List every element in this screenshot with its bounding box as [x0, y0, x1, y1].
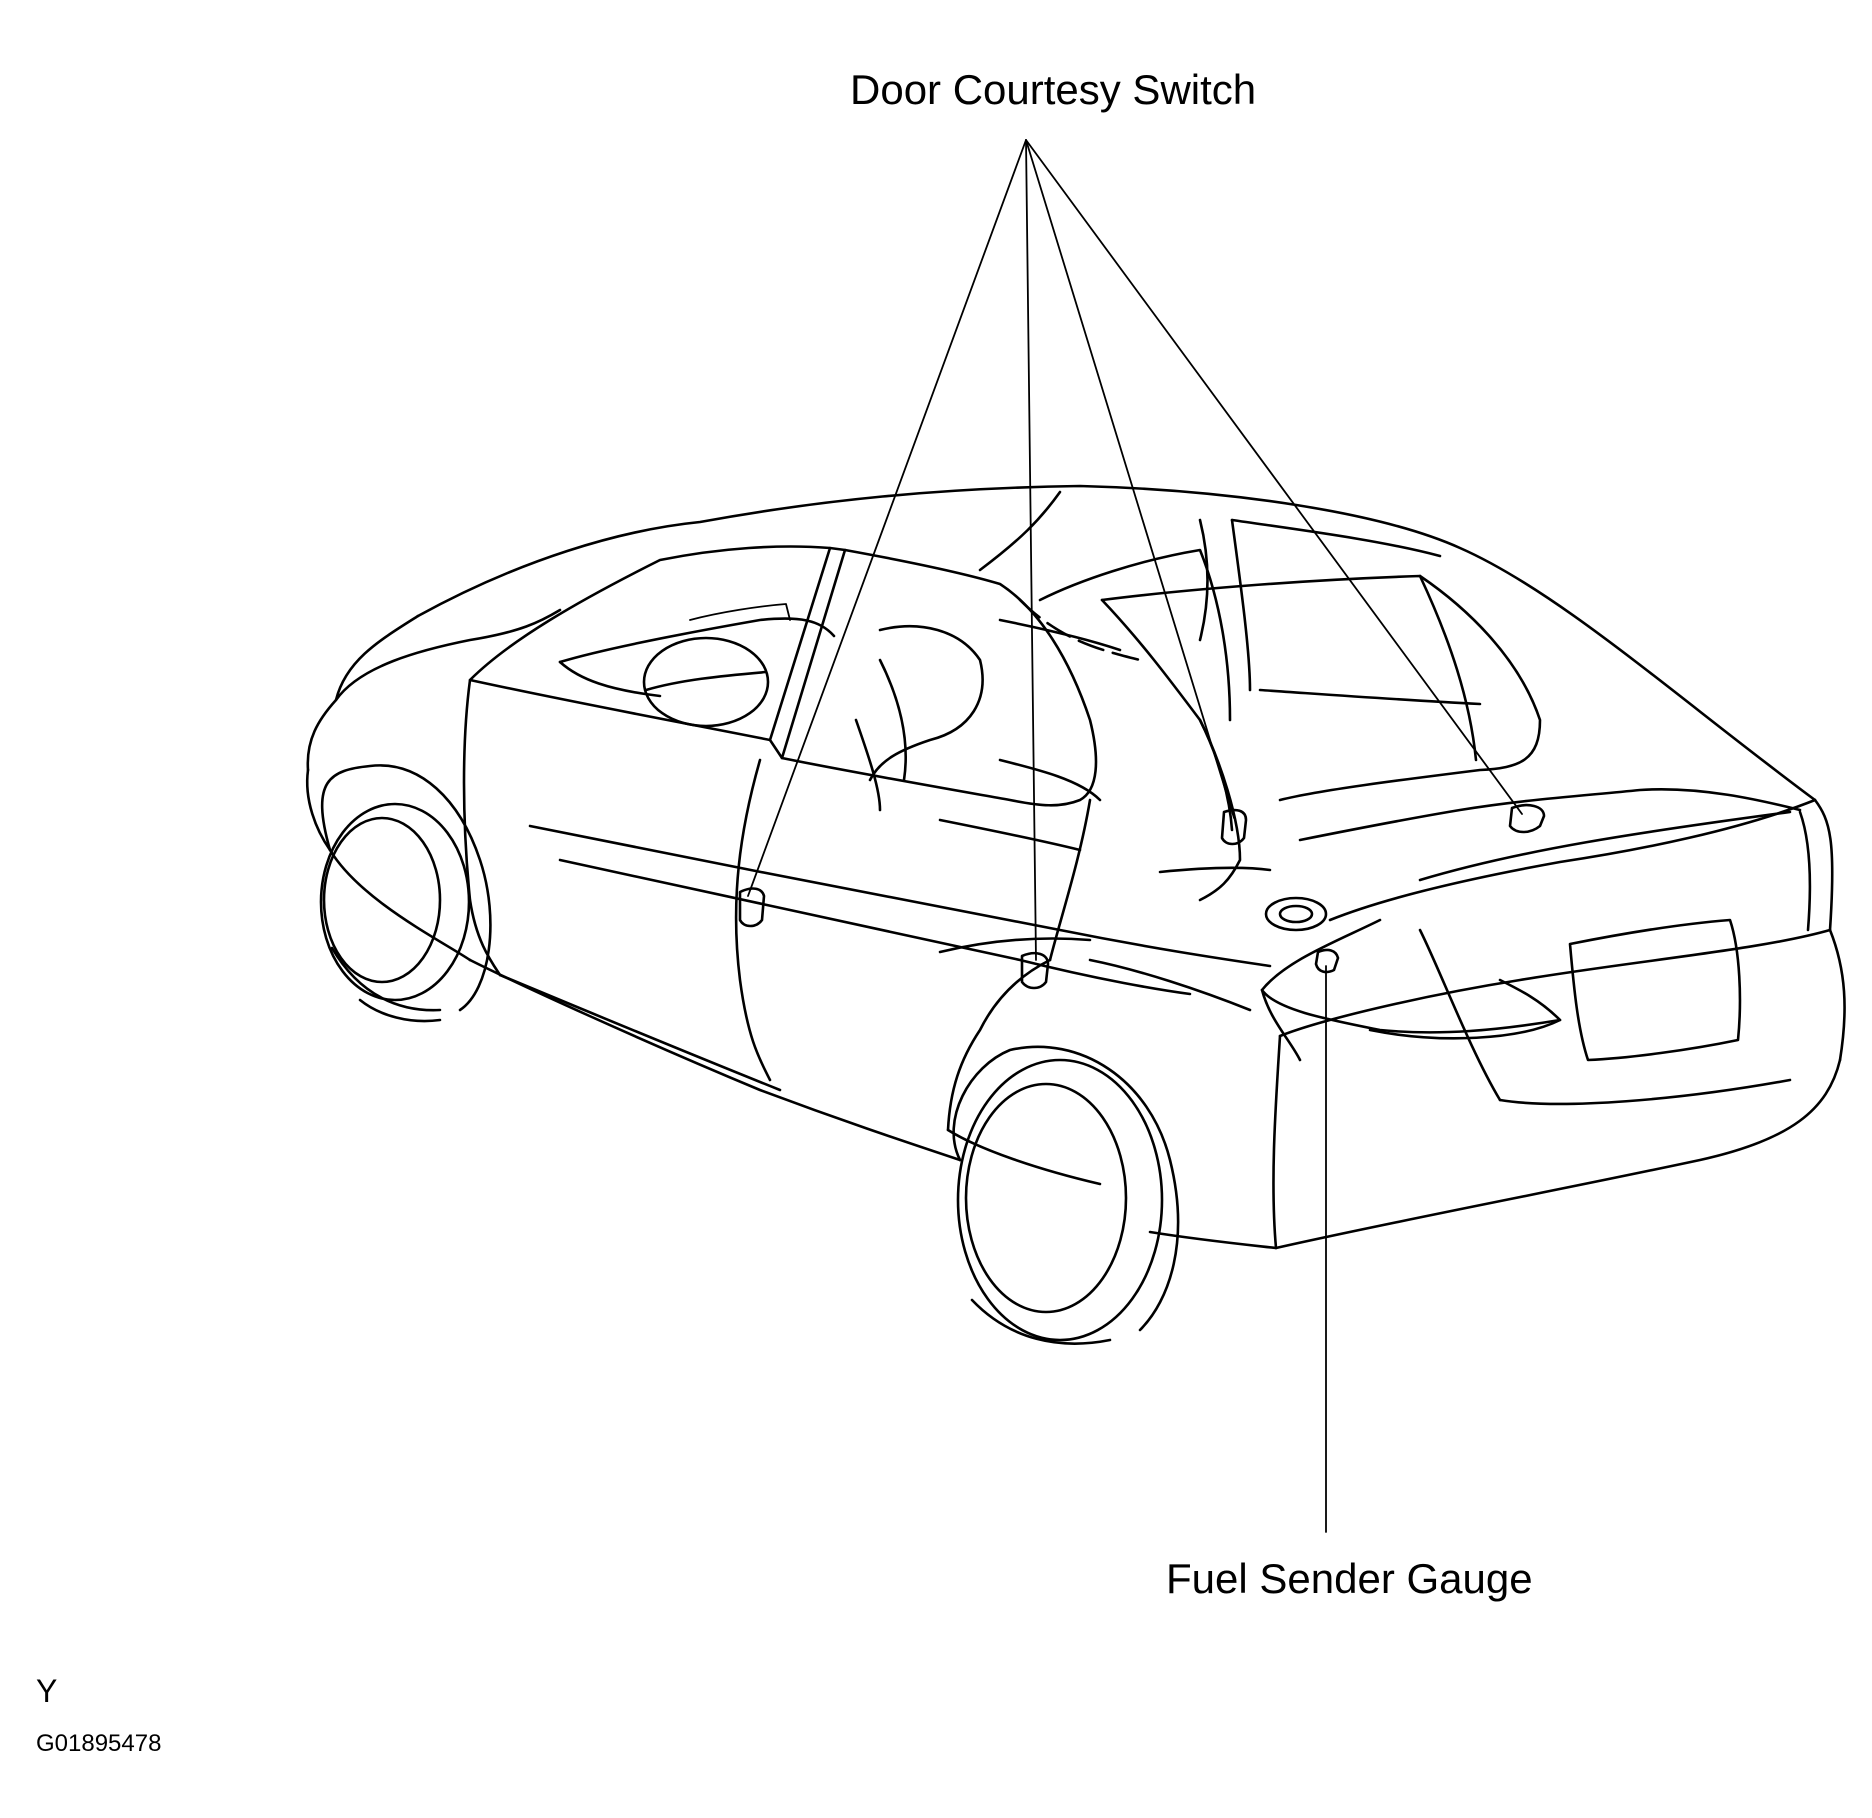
- door-courtesy-switch-rear-right: [1220, 808, 1248, 846]
- door-courtesy-switch-rear-left: [1020, 951, 1050, 990]
- door-courtesy-switch-front-left: [738, 887, 766, 928]
- leader-line-3: [1025, 139, 1235, 819]
- switch-components: [738, 803, 1546, 990]
- figure-code: G01895478: [36, 1730, 162, 1757]
- door-courtesy-switch-trunk: [1508, 803, 1546, 834]
- view-letter: Y: [36, 1673, 58, 1709]
- door-courtesy-switch-label: Door Courtesy Switch: [850, 66, 1257, 113]
- leader-line-4: [1025, 139, 1523, 815]
- leader-line-2: [1025, 139, 1037, 961]
- interior: [558, 603, 1122, 852]
- windows: [468, 490, 1542, 832]
- leader-lines: [747, 139, 1523, 1533]
- fuel-sender-ring: [1264, 896, 1328, 932]
- leader-line-1: [747, 139, 1027, 897]
- fuel-sender-gauge-part: [1314, 948, 1340, 974]
- fuel-sender-gauge-label: Fuel Sender Gauge: [1166, 1555, 1533, 1602]
- wheels: [319, 764, 1180, 1345]
